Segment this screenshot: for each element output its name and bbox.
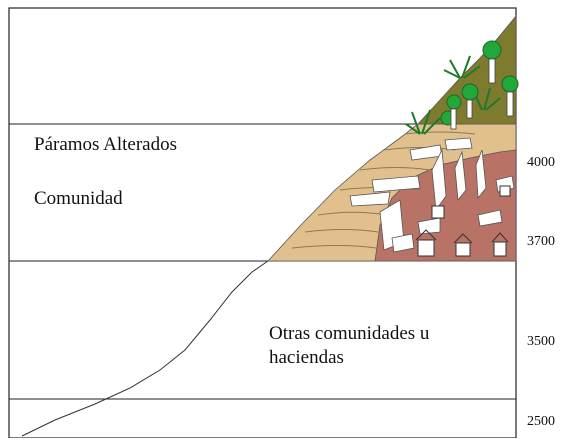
slope-line — [21, 260, 269, 437]
zone-label-otras-line1: Otras comunidades u — [269, 323, 430, 344]
zone-label-comunidad: Comunidad — [34, 188, 123, 209]
elevation-label-4000: 4000 — [527, 155, 555, 170]
houses — [415, 185, 511, 257]
zone-label-otras-line2: haciendas — [269, 347, 344, 368]
zone-label-paramos: Páramos Alterados — [34, 134, 178, 155]
paramo-plants — [405, 40, 519, 135]
elevation-label-3700: 3700 — [527, 234, 555, 249]
elevation-label-2500: 2500 — [527, 414, 555, 429]
elevation-label-3500: 3500 — [527, 334, 555, 349]
